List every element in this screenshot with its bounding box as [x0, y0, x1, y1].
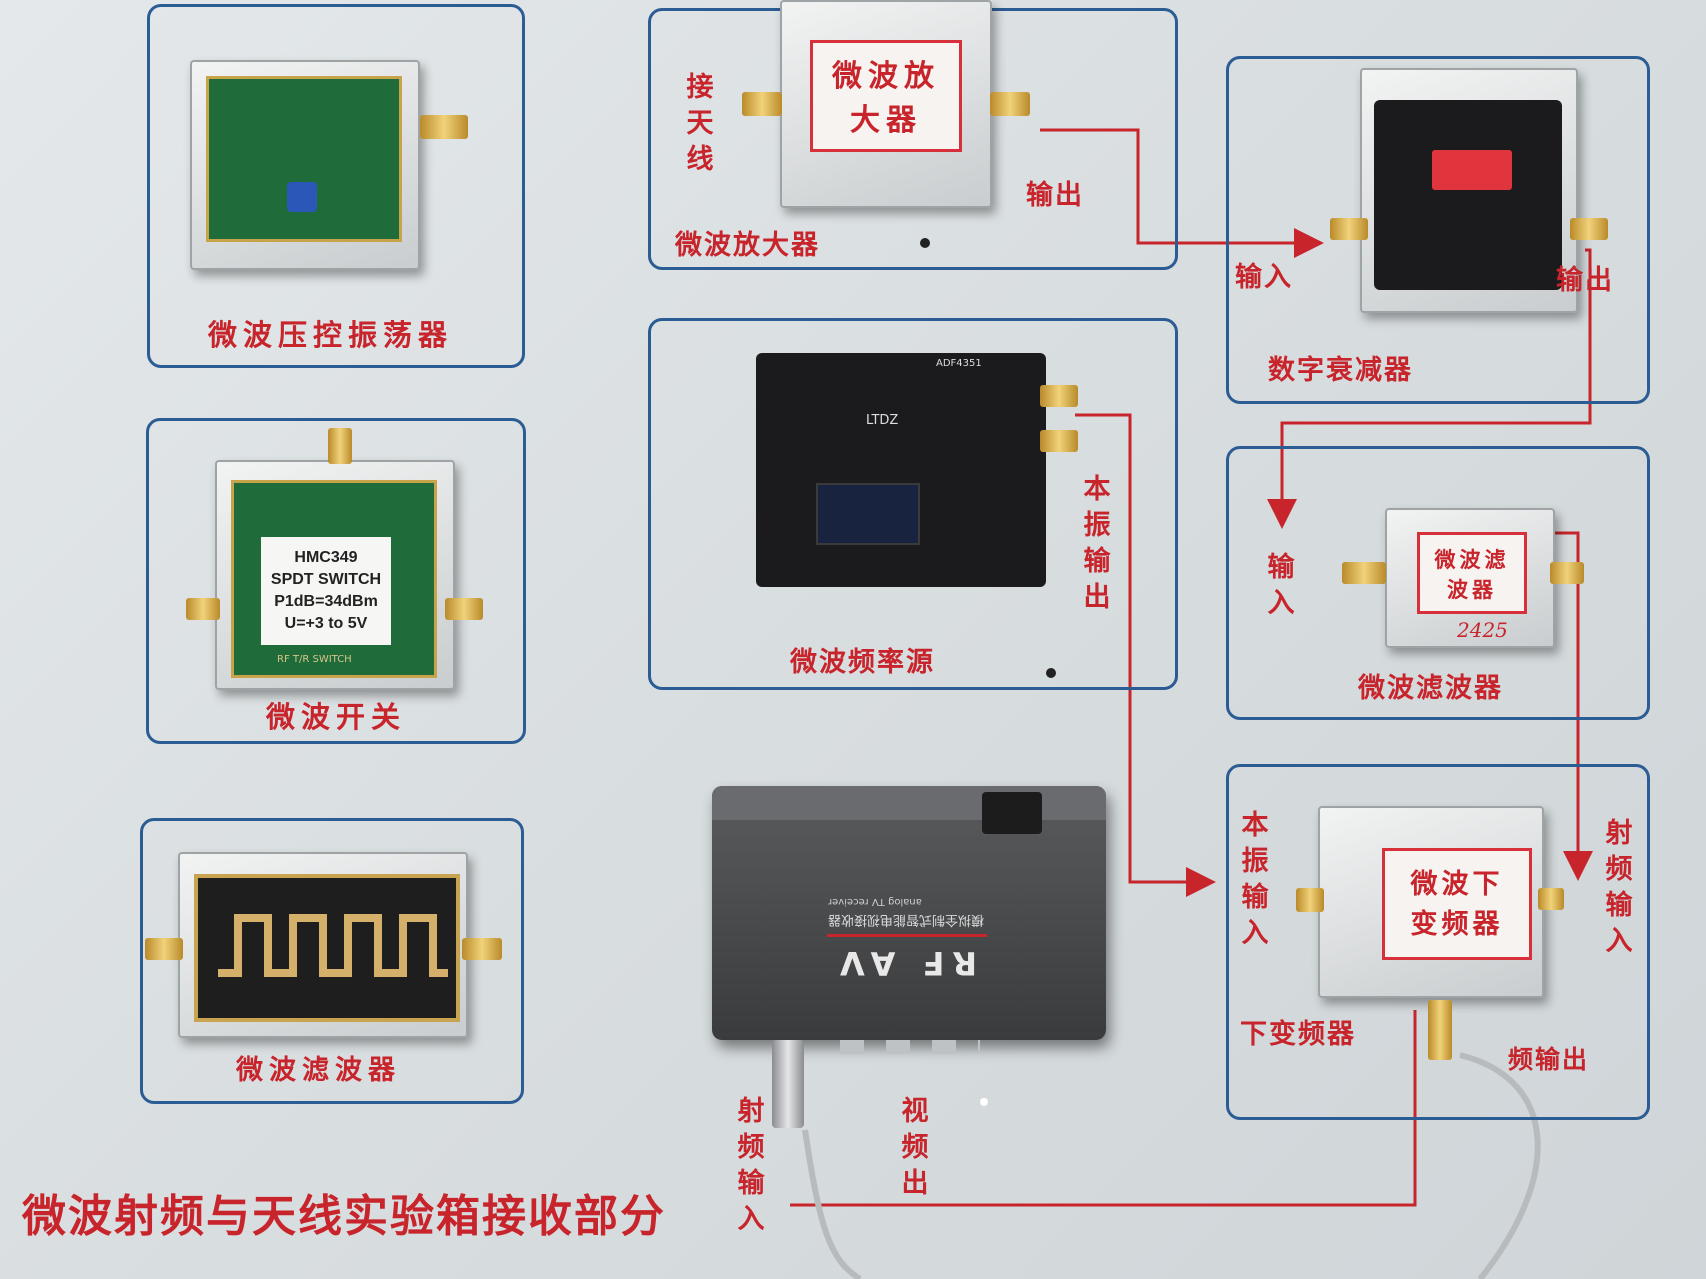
receiver-av-ports	[840, 1040, 980, 1054]
dip-switch	[1432, 150, 1512, 190]
downconverter-lo-sma	[1296, 888, 1324, 912]
panel-dot	[1046, 668, 1056, 678]
vco-label: 微波压控振荡器	[208, 318, 454, 352]
filter-left-label: 微波滤波器	[236, 1055, 401, 1086]
switch-label: 微波开关	[266, 700, 407, 734]
amplifier-input-sma	[742, 92, 782, 116]
attenuator-label: 数字衰减器	[1268, 355, 1413, 386]
switch-module: HMC349 SPDT SWITCH P1dB=34dBm U=+3 to 5V…	[215, 460, 455, 690]
attenuator-pcb	[1374, 100, 1562, 290]
attenuator-input-label: 输入	[1235, 262, 1293, 293]
filter-right-out-sma	[1550, 562, 1584, 584]
receiver-text-cn: 模拟全制式智能电视接收器	[828, 912, 985, 927]
receiver-top-edge	[712, 786, 1106, 820]
filter-left-out-sma	[462, 938, 502, 960]
filter-right-in-sma	[1342, 562, 1386, 584]
vco-panel	[147, 4, 525, 368]
switch-top-sma	[328, 428, 352, 464]
vco-sma-connector	[420, 115, 468, 139]
vco-module	[190, 60, 420, 270]
synth-out-sma-2	[1040, 430, 1078, 452]
filter-right-input-label: 输入	[1267, 552, 1295, 619]
panel-dot	[920, 238, 930, 248]
filter-left-panel	[140, 818, 524, 1104]
receiver-rf-input-label: 射频输入	[737, 1096, 765, 1235]
oled-display	[816, 483, 920, 545]
attenuator-panel	[1226, 56, 1650, 404]
downconverter-module: 微波下变频器	[1318, 806, 1544, 998]
receiver-slot	[982, 792, 1042, 834]
receiver-video-out-label: 视频出	[901, 1096, 929, 1199]
filter-right-panel	[1226, 446, 1650, 720]
synth-label: 微波频率源	[790, 647, 935, 678]
filter-left-module	[178, 852, 468, 1038]
attenuator-module	[1360, 68, 1578, 313]
synth-buttons	[926, 483, 1026, 553]
panel-dot	[980, 1098, 988, 1106]
synth-output-label: 本振输出	[1083, 474, 1111, 613]
filter-left-in-sma	[145, 938, 183, 960]
attenuator-input-sma	[1330, 218, 1368, 240]
switch-spec-line: SPDT SWITCH	[270, 571, 382, 588]
downconverter-lo-label: 本振输入	[1241, 810, 1269, 949]
switch-spec-line: P1dB=34dBm	[274, 593, 378, 610]
potentiometer	[287, 182, 317, 212]
amplifier-output-label: 输出	[1026, 180, 1084, 211]
downconverter-label: 下变频器	[1240, 1019, 1356, 1050]
switch-spec-line: HMC349	[294, 549, 358, 566]
receiver-brand: RF AV	[832, 944, 977, 982]
switch-left-sma	[186, 598, 220, 620]
filter-right-module: 微波滤波器 2425	[1385, 508, 1555, 648]
meander-line	[218, 914, 448, 977]
downconverter-plate: 微波下变频器	[1382, 848, 1532, 960]
switch-spec-card: HMC349 SPDT SWITCH P1dB=34dBm U=+3 to 5V	[261, 537, 391, 645]
synth-chip-label: ADF4351	[936, 358, 982, 369]
synth-board-label: LTDZ	[866, 413, 899, 428]
attenuator-output-sma	[1570, 218, 1608, 240]
amplifier-output-sma	[990, 92, 1030, 116]
attenuator-output-label: 输出	[1556, 265, 1614, 296]
amplifier-module: 微波放大器	[780, 0, 992, 208]
tv-receiver: analog TV receiver 模拟全制式智能电视接收器 RF AV	[712, 786, 1106, 1040]
downconverter-out-sma	[1428, 1000, 1452, 1060]
synth-panel	[648, 318, 1178, 690]
vco-pcb	[206, 76, 402, 242]
synth-board: ADF4351 LTDZ	[756, 353, 1046, 587]
downconverter-output-label: 频输出	[1508, 1045, 1590, 1074]
filter-right-plate: 微波滤波器	[1417, 532, 1527, 614]
switch-spec-line: U=+3 to 5V	[284, 615, 368, 632]
board-title: 微波射频与天线实验箱接收部分	[22, 1191, 666, 1242]
amplifier-input-label: 接天线	[686, 72, 714, 175]
downconverter-rf-sma	[1538, 888, 1564, 910]
switch-pcb-text: RF T/R SWITCH	[277, 654, 352, 665]
receiver-text-en: analog TV receiver	[828, 896, 922, 907]
downconverter-rf-label: 射频输入	[1605, 818, 1633, 957]
handwritten-frequency: 2425	[1457, 618, 1508, 642]
filter-right-label: 微波滤波器	[1358, 673, 1503, 704]
switch-panel	[146, 418, 526, 744]
downconverter-panel	[1226, 764, 1650, 1120]
receiver-rf-port	[772, 1040, 804, 1128]
synth-out-sma-1	[1040, 385, 1078, 407]
amplifier-label: 微波放大器	[675, 230, 820, 261]
amplifier-plate: 微波放大器	[810, 40, 962, 152]
switch-right-sma	[445, 598, 483, 620]
receiver-stripe	[827, 934, 987, 937]
